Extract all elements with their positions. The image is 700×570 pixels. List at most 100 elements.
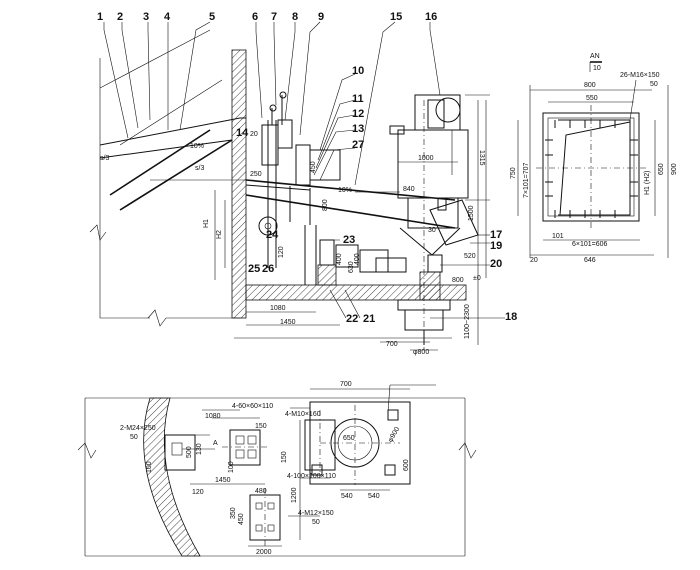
plan-bolts-4-60: 4-60×60×110 [232, 403, 273, 410]
plan-dim-350: 350 [230, 507, 237, 519]
dim-zero: ±0 [473, 275, 481, 282]
dim-s3-b: s/3 [195, 165, 204, 172]
plan-dim-130: 130 [196, 443, 203, 455]
section-mark-ref: 10 [593, 65, 601, 72]
elevation-view [89, 21, 505, 351]
detail-dim-800: 800 [584, 82, 596, 89]
detail-dim-650: 650 [658, 163, 665, 175]
dim-520: 520 [464, 253, 476, 260]
callout-11: 11 [352, 93, 364, 105]
callout-13: 13 [352, 123, 364, 135]
flange-detail-view: AN 10 800 550 26-M16×150 50 750 7×101=70… [510, 53, 678, 264]
detail-h1h2: H1 (H2) [644, 170, 651, 195]
callout-15: 15 [390, 11, 402, 23]
dim-h2: H2 [216, 230, 223, 239]
callout-12: 12 [352, 108, 364, 120]
detail-dim-20: 20 [530, 257, 538, 264]
dim-1450: 1450 [280, 319, 296, 326]
dim-20: 20 [250, 131, 258, 138]
plan-dim-100-b: 100 [228, 461, 235, 473]
elevation-dimensions: s/3 10% s/3 10% 20 250 H1 H2 1080 1450 4… [100, 131, 485, 356]
callout-4: 4 [164, 11, 171, 23]
detail-dim-900: 900 [671, 163, 678, 175]
callout-2: 2 [117, 11, 123, 23]
dim-450: 450 [310, 161, 317, 173]
wall [231, 49, 247, 319]
callout-23: 23 [343, 234, 355, 246]
detail-dim-750: 750 [510, 167, 517, 179]
detail-dim-50: 50 [650, 81, 658, 88]
callout-17: 17 [490, 229, 502, 241]
dim-250: 250 [250, 171, 262, 178]
curved-wall [143, 397, 201, 557]
dim-400-a: 400 [336, 253, 343, 265]
motor-base [317, 264, 337, 286]
plan-dim-1450: 1450 [215, 477, 231, 484]
dim-1000: 1000 [418, 155, 434, 162]
callout-27: 27 [352, 139, 364, 151]
plan-holes-4-100: 4-100×100×110 [287, 473, 336, 480]
callout-26: 26 [262, 263, 274, 275]
dim-120: 120 [278, 246, 285, 258]
bolt-holes [545, 120, 638, 218]
dim-1100-2300: 1100~2300 [464, 304, 471, 339]
callout-18: 18 [505, 311, 517, 323]
callout-3: 3 [143, 11, 149, 23]
dim-1080: 1080 [270, 305, 286, 312]
plan-dim-100-a: 100 [146, 461, 153, 473]
dim-800-a: 800 [322, 199, 329, 211]
plan-dim-1200: 1200 [291, 487, 298, 503]
floor-slab [245, 284, 467, 301]
plan-dim-500: 500 [186, 446, 193, 458]
detail-h6x101: 6×101=606 [572, 241, 608, 248]
dim-630: 630 [348, 261, 355, 273]
plan-dim-50: 50 [130, 434, 138, 441]
plan-bolts-4-m10: 4-M10×160 [285, 411, 321, 418]
callout-6: 6 [252, 11, 258, 23]
plan-mark-a: A [213, 440, 218, 447]
callout-14: 14 [236, 127, 249, 139]
callout-7: 7 [271, 11, 277, 23]
plan-dim-150: 150 [255, 423, 267, 430]
callout-22: 22 [346, 313, 358, 325]
callout-16: 16 [425, 11, 437, 23]
plan-bolts-4-m12: 4-M12×150 [298, 510, 334, 517]
plan-dim-650: 650 [343, 435, 355, 442]
dim-30: 30 [428, 227, 436, 234]
callout-25: 25 [248, 263, 260, 275]
plan-dim-450: 450 [238, 513, 245, 525]
callout-10: 10 [352, 65, 364, 77]
callout-24: 24 [266, 229, 279, 241]
dim-phi800: φ800 [413, 349, 429, 356]
foundation-plan-view: 700 4-60×60×110 4-M10×160 1080 2-M24×250… [77, 381, 477, 557]
dim-slope-10pct: 10% [190, 143, 204, 150]
callout-20: 20 [490, 258, 502, 270]
hopper-base [419, 271, 441, 301]
plan-dim-2000: 2000 [256, 549, 272, 556]
dim-1500: 1500 [468, 205, 475, 221]
callout-8: 8 [292, 11, 298, 23]
dim-700: 700 [386, 341, 398, 348]
callout-19: 19 [490, 240, 502, 252]
callout-1: 1 [97, 11, 103, 23]
detail-v7x101: 7×101=707 [523, 162, 530, 198]
plan-dim-1080: 1080 [205, 413, 221, 420]
detail-bolts: 26-M16×150 [620, 72, 660, 79]
detail-dim-550: 550 [586, 95, 598, 102]
dim-1315: 1315 [478, 150, 485, 166]
plan-dim-600: 600 [403, 459, 410, 471]
callout-labels: 1 2 3 4 5 6 7 8 9 10 11 12 13 14 15 16 1… [97, 11, 517, 325]
plan-phi900: φ900 [387, 426, 401, 444]
callout-9: 9 [318, 11, 324, 23]
plan-dim-150-b: 150 [281, 451, 288, 463]
detail-dim-646: 646 [584, 257, 596, 264]
dim-s3-a: s/3 [100, 155, 109, 162]
plan-dim-120: 120 [192, 489, 204, 496]
detail-dim-101: 101 [552, 233, 564, 240]
dim-800-b: 800 [452, 277, 464, 284]
dim-h1: H1 [203, 219, 210, 228]
dim-slope-10pct-b: 10% [338, 187, 352, 194]
plan-dim-480: 480 [255, 488, 267, 495]
plan-dim-50-b: 50 [312, 519, 320, 526]
